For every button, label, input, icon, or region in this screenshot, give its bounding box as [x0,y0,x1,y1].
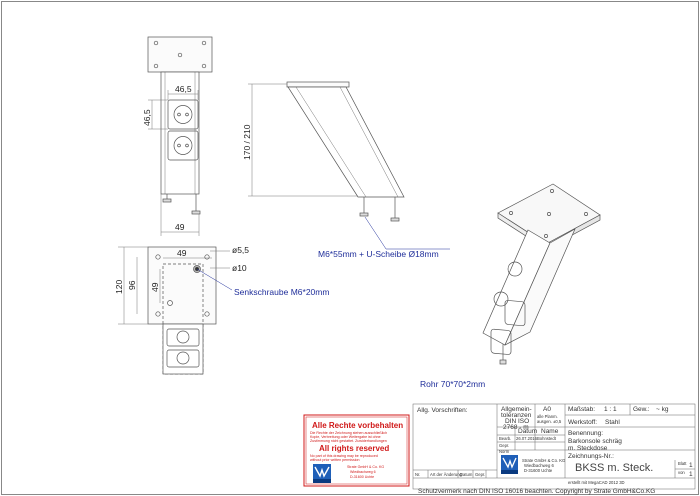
front-width-dim: 46,5 [175,84,192,94]
stamp-city: D-31600 Uchte [350,475,374,479]
tb-designation2: m. Steckdose [568,445,608,452]
rights-line1: Die Rechte der Zeichnung stehen ausschli… [310,431,387,435]
screw-label: M6*55mm + U-Scheibe Ø18mm [318,249,439,259]
tb-drawn-label: Bearb. [499,436,511,441]
tb-name-header: Name [541,428,559,435]
rights-line3: Zustimmung nicht gestattet. Zuwiderhandl… [310,439,387,443]
tb-drawing-no-label: Zeichnungs-Nr.: [568,453,614,460]
front-bottom-dim: 49 [175,222,185,232]
tb-sheet-total: 1 [689,471,693,478]
tb-company-street: Wiedbachweg 6 [524,463,554,468]
title-block [412,403,696,490]
tb-date-header: Datum [518,428,537,435]
isometric-view [482,183,601,365]
strate-logo-icon [313,464,331,483]
tb-material-label: Werkstoff: [568,419,597,426]
tb-din-no: 2768 - m [503,424,529,431]
tb-weight-label: Gew.: [633,406,650,413]
tb-strate-logo-icon [501,455,518,474]
front-height-dim: 46,5 [142,109,152,126]
tb-allgemein: Allgemein- [501,406,532,413]
stamp-street: Wiedbachweg 6 [350,470,376,474]
plan-view-dimensions [118,246,233,325]
tb-material: Stahl [605,419,620,426]
plan-top-dim: 49 [177,248,187,258]
side-view [286,81,405,222]
tube-label: Rohr 70*70*2mm [420,379,485,389]
rights-line2: Kopie, Verbreitung oder Weitergabe ist o… [310,435,381,439]
rights-line4: No part of this drawing may be reproduce… [310,454,378,458]
plan-inner-height-dim: 96 [127,280,137,290]
rights-stamp: Alle Rechte vorbehalten Die Rechte der Z… [303,414,410,487]
countersunk-screw-label: Senkschraube M6*20mm [234,287,329,297]
tb-company: Strate GmbH & Co. KG [522,458,565,463]
tb-rev-date: Datum [460,472,473,477]
hole-small-dim: ø5,5 [232,245,249,255]
tb-created-with: erstellt mit MegaCAD 2012 3D [568,480,625,485]
front-view [147,36,213,215]
tb-of-label: von [678,470,685,475]
front-view-dimensions [148,90,200,236]
tb-designation1: Barkonsole schräg [568,438,622,445]
stamp-company: Strate GmbH & Co. KG [347,465,384,469]
tb-rev-no: Nr. [415,472,420,477]
rights-title-en: All rights reserved [319,444,389,453]
tb-norm-label: Norm [499,449,510,454]
tb-drawn-date: 26.07.2016 [516,436,538,441]
tb-drawn-name: Bohnstedt [537,436,557,441]
side-view-dimensions [248,83,450,250]
tb-rev-checked: Gepr. [475,472,485,477]
tb-sheet-no: 1 [689,462,693,469]
plan-height-dim: 120 [114,280,124,294]
plan-view [147,246,217,375]
side-height-dim: 170 / 210 [242,124,252,160]
rights-title-de: Alle Rechte vorbehalten [312,421,403,430]
tb-checked-label: Gepr. [499,443,509,448]
tb-rev-type: Art der Änderung [430,472,463,477]
tb-weight: ~ kg [656,406,669,413]
tb-drawing-no: BKSS m. Steck. [575,462,653,474]
tb-scale-label: Maßstab: [568,406,595,413]
hole-large-dim: ø10 [232,263,247,273]
tb-designation-label: Benennung: [568,430,603,437]
tb-alle-plan: alle Planm. [537,414,558,419]
tb-allg-vorschriften: Allg. Vorschriften: [417,407,468,414]
tb-plan-tol: ausgen. ±0,5 [537,419,562,424]
tb-company-city: D-31600 Uchte [524,468,553,473]
tb-scale: 1 : 1 [604,406,617,413]
plan-offset-dim: 49 [150,282,160,292]
tb-toleranzen: toleranzen [501,412,532,419]
rights-line5: without prior written permission [310,458,360,462]
tb-din: DIN ISO [505,418,529,425]
tb-footer: Schutzvermerk nach DIN ISO 16016 beachte… [418,488,655,495]
tb-sheet-size: A0 [543,406,551,413]
tb-sheet-label: Blatt [678,461,687,466]
